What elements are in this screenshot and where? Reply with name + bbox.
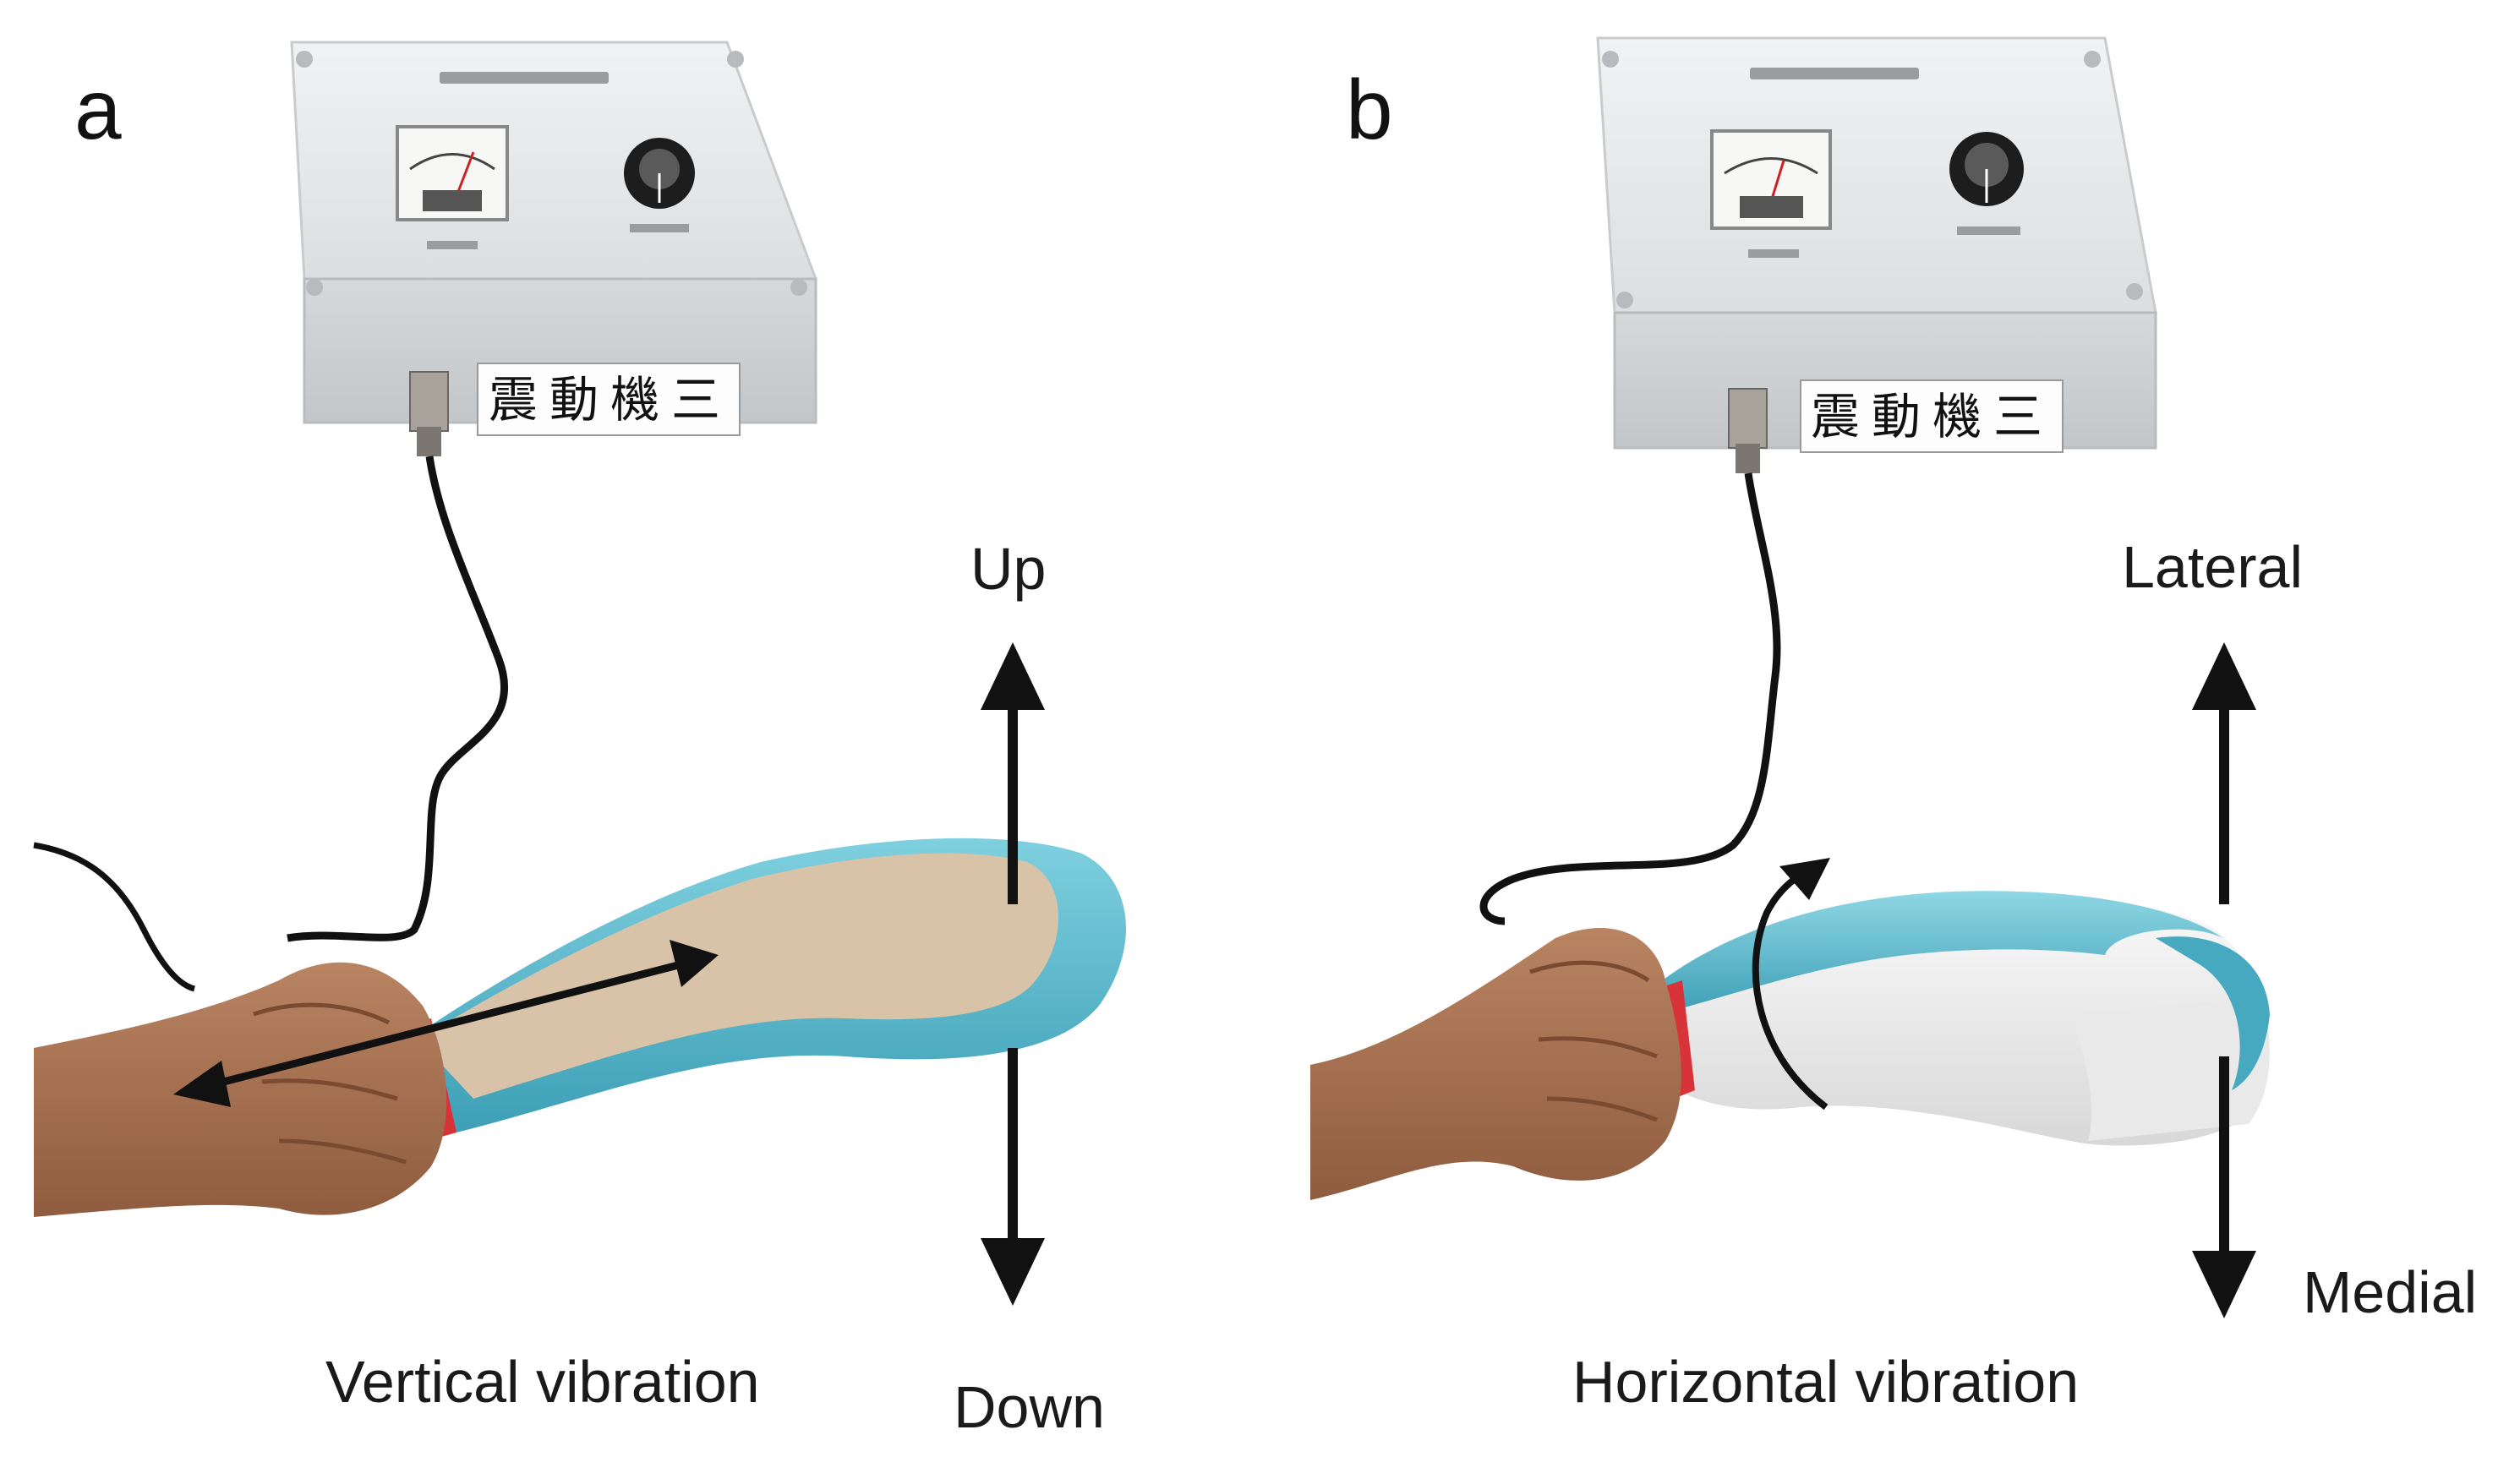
panel-caption: Horizontal vibration xyxy=(1572,1349,2080,1415)
analog-meter xyxy=(396,125,509,221)
panel-letter-b: b xyxy=(1346,63,1393,157)
analog-meter xyxy=(1710,129,1832,230)
vibration-device xyxy=(1632,891,2270,1146)
arrow-down-label: Down xyxy=(954,1374,1105,1440)
arrow-up-label: Lateral xyxy=(2122,534,2304,600)
cable-rear xyxy=(33,842,196,992)
panel-caption: Vertical vibration xyxy=(325,1349,760,1415)
controller-label: 震動機三 xyxy=(489,371,733,428)
controller-label: 震動機三 xyxy=(1811,388,2055,445)
panel-b-illustration xyxy=(1310,36,2270,1318)
cable xyxy=(1479,472,1781,925)
axial-double-arrow xyxy=(173,940,719,1107)
panel-letter-a: a xyxy=(74,63,122,157)
vertical-double-arrow xyxy=(2192,642,2256,1318)
controller-box xyxy=(290,41,818,456)
control-knob xyxy=(1949,132,2024,206)
vertical-double-arrow xyxy=(981,642,1045,1306)
control-knob xyxy=(624,138,695,209)
panel-a: a 震動機三 Up Down Vertical vibration xyxy=(33,41,1127,1440)
panel-b: b 震動機三 Lateral Medial Horizontal vibrati… xyxy=(1260,0,2520,1457)
hand xyxy=(34,962,447,1217)
controller-box xyxy=(1596,36,2157,473)
cable-connector xyxy=(409,371,449,456)
arrow-down-label: Medial xyxy=(2303,1259,2478,1325)
hand xyxy=(1310,928,1681,1200)
cable xyxy=(287,456,509,942)
panel-a-illustration xyxy=(33,41,1127,1306)
cable-connector xyxy=(1728,388,1768,473)
arrow-up-label: Up xyxy=(970,536,1047,602)
rotation-arrow xyxy=(1752,858,1830,1110)
